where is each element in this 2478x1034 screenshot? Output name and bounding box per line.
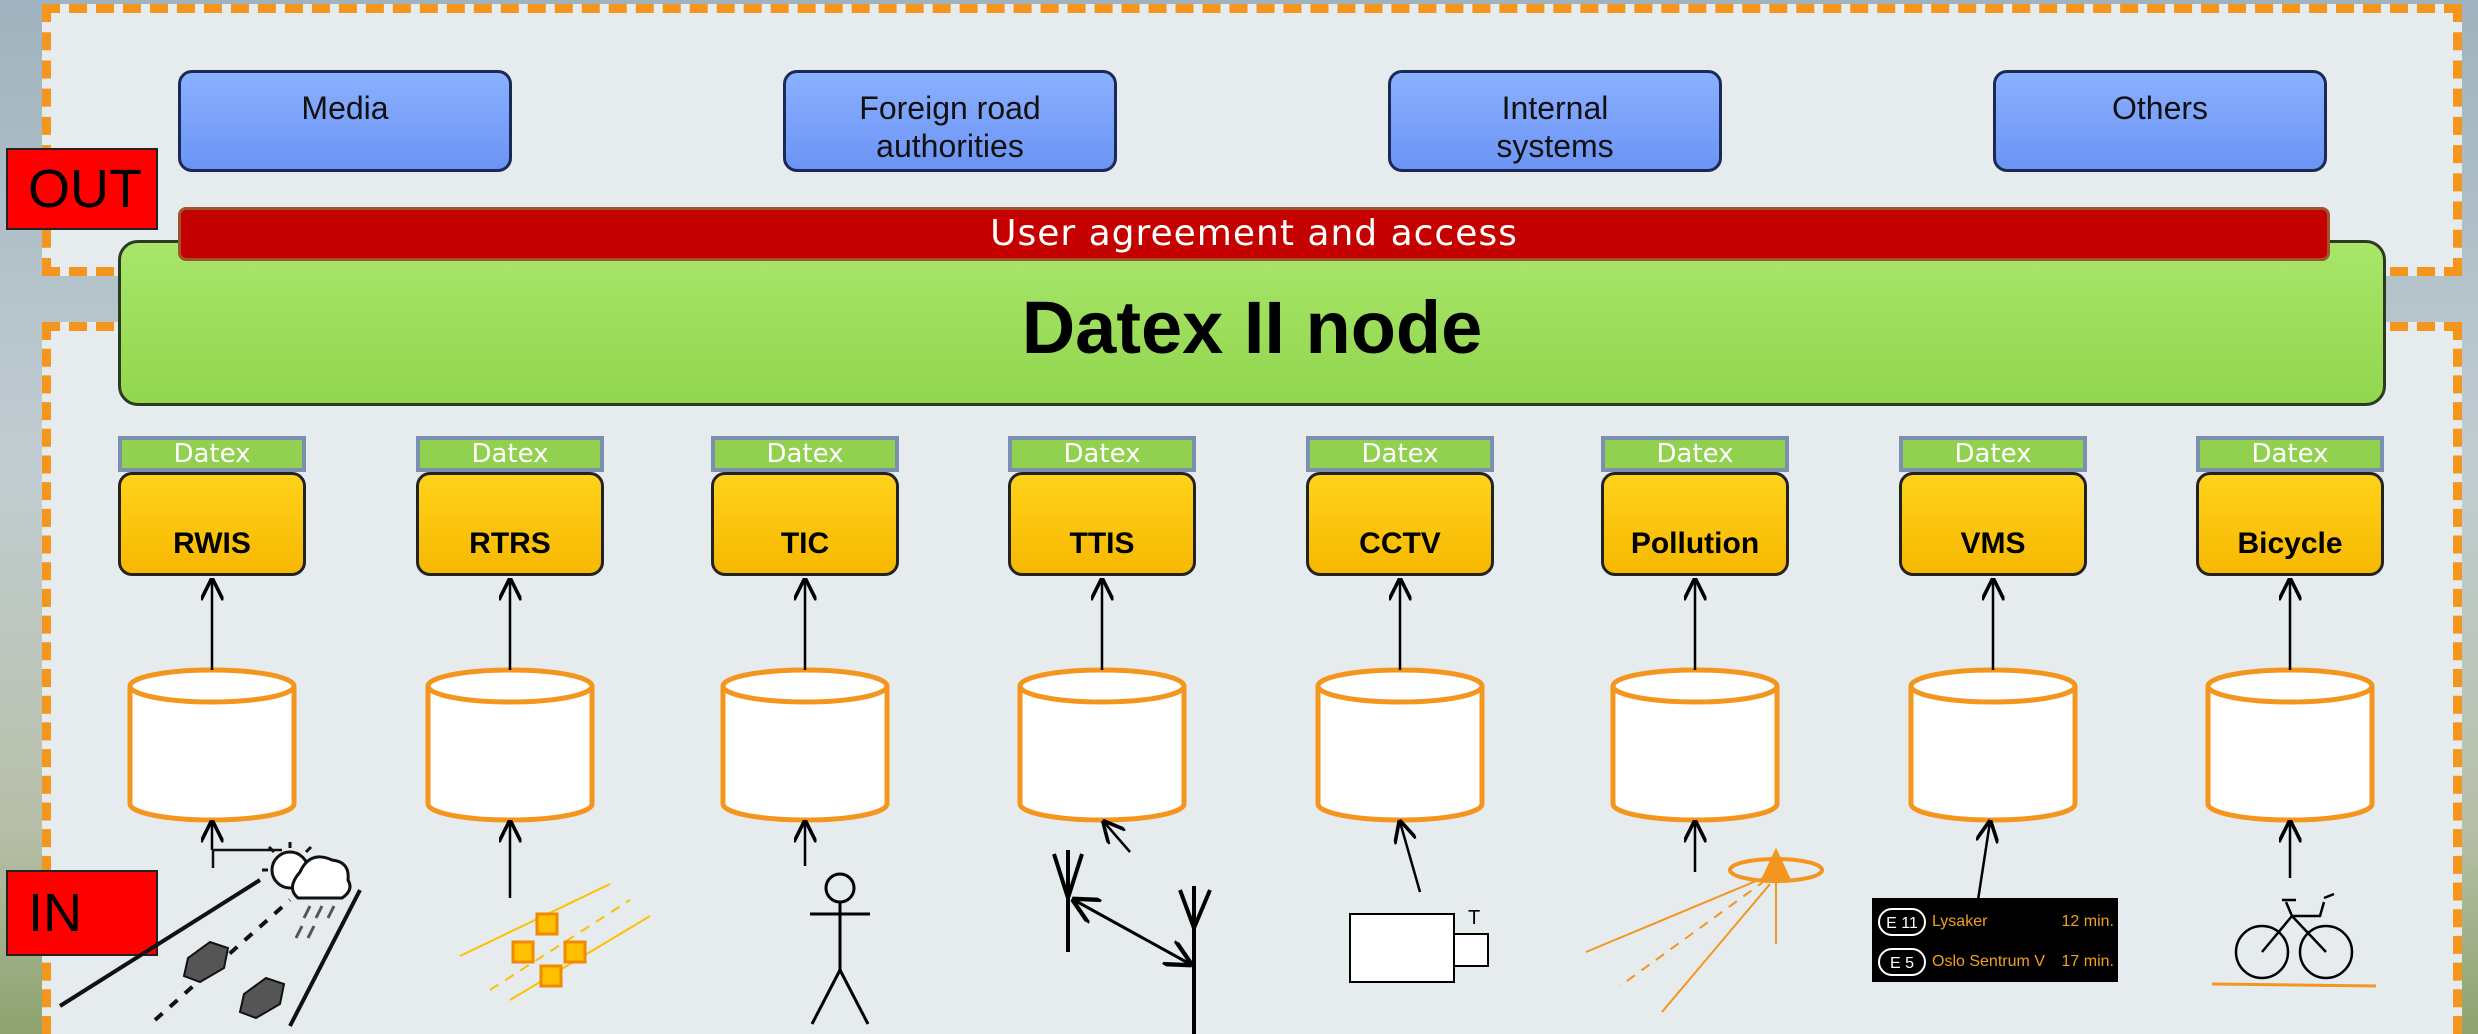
node-title: Datex II node [121, 285, 2383, 370]
lamp-icon [1586, 850, 1822, 1012]
datastore-cylinder [723, 670, 887, 820]
traffic-loop-icon [460, 884, 650, 1000]
bicycle-icon [2212, 894, 2376, 986]
datastore-cylinder [2208, 670, 2372, 820]
antenna-icon [1054, 850, 1210, 1034]
datastore-cylinder [1020, 670, 1184, 820]
datastore-cylinder [428, 670, 592, 820]
user-agreement-bar: User agreement and access [178, 207, 2330, 261]
vms-sign-icon: E 11 Lysaker12 min. E 5 Oslo Sentrum V17 mi… [1872, 898, 2118, 982]
input-arrow [1978, 822, 1990, 900]
datex-node: Datex II node [118, 240, 2386, 406]
vms-destination: Lysaker [1932, 913, 2054, 931]
route-badge: E 11 [1878, 908, 1926, 936]
route-badge: E 5 [1878, 948, 1926, 976]
weather-road-icon [60, 842, 360, 1026]
camera-mark: T [1468, 907, 1480, 929]
input-arrow [1400, 822, 1420, 892]
vms-time: 17 min. [2054, 953, 2114, 971]
datastore-cylinder [1911, 670, 2075, 820]
vms-destination: Oslo Sentrum V [1932, 953, 2054, 971]
vms-row: E 5 Oslo Sentrum V17 min. [1878, 944, 2114, 980]
vms-time: 12 min. [2054, 913, 2114, 931]
datastore-cylinder [130, 670, 294, 820]
datastore-cylinder [1318, 670, 1482, 820]
vms-row: E 11 Lysaker12 min. [1878, 904, 2114, 940]
input-arrow [1104, 822, 1130, 852]
person-icon [810, 874, 870, 1024]
datastore-cylinder [1613, 670, 1777, 820]
